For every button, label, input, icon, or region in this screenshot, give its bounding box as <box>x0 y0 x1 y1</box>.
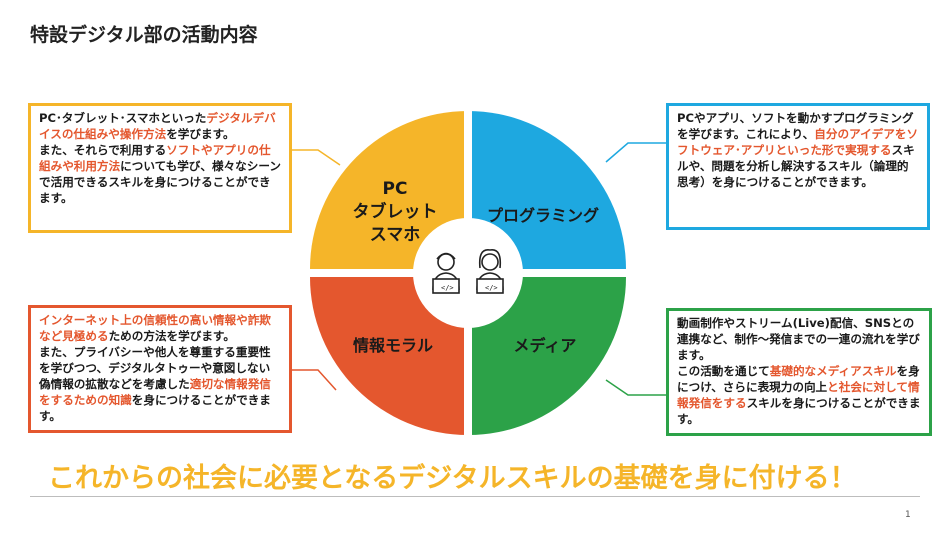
description-box-programming: PCやアプリ、ソフトを動かすプログラミングを学びます。これにより、自分のアイデア… <box>666 103 930 230</box>
quadrant-moral <box>310 277 468 435</box>
quadrant-label-media: メディア <box>513 336 577 355</box>
highlight-text: ソフトやアプリの仕組みや利用方法 <box>39 143 271 173</box>
text-segment: を身につけ、さらに表現力の向上 <box>677 364 920 394</box>
highlight-text: デジタルデバイスの仕組みや操作方法 <box>39 111 276 141</box>
highlight-text: 自分のアイデアをソフトウェア･アプリといった形で実現する <box>677 127 919 157</box>
description-box-moral: インターネット上の信頼性の高い情報や詐欺など見極めるための方法を学びます。 また… <box>28 305 292 433</box>
page-number: 1 <box>905 510 911 520</box>
connector-media <box>605 379 666 396</box>
description-box-media: 動画制作やストリーム(Live)配信、SNSとの連携など、制作～発信までの一連の… <box>666 308 932 436</box>
connector-pc <box>292 149 341 166</box>
text-segment: 動画制作やストリーム(Live)配信、SNSとの連携など、制作～発信までの一連の… <box>677 316 920 378</box>
boy-laptop-icon: </> <box>432 252 460 294</box>
highlight-text: インターネット上の信頼性の高い情報や詐欺など見極める <box>39 313 271 343</box>
svg-text:</>: </> <box>441 284 454 292</box>
connector-programming <box>605 142 666 163</box>
text-segment: PCやアプリ、ソフトを動かすプログラミングを学びます。これにより、 <box>677 111 914 141</box>
girl-laptop-icon: </> <box>476 249 504 294</box>
highlight-text: と社会に対して情報発信をする <box>677 380 920 410</box>
center-circle <box>413 218 523 328</box>
divider <box>30 496 920 497</box>
quadrant-media <box>468 277 626 435</box>
quadrant-label-programming: プログラミング <box>486 206 599 225</box>
text-segment: を身につけることができます。 <box>39 393 271 423</box>
svg-text:</>: </> <box>485 284 498 292</box>
text-segment: PC･タブレット･スマホといった <box>39 111 207 125</box>
text-segment: についても学び、様々なシーンで活用できるスキルを身につけることができます。 <box>39 159 281 205</box>
quadrant-programming <box>468 111 626 269</box>
quadrant-pc <box>310 111 468 269</box>
text-segment: を学びます。 また、それらで利用する <box>39 127 235 157</box>
text-segment: スキルや、問題を分析し解決するスキル（論理的思考）を身につけることができます。 <box>677 143 915 189</box>
tagline: これからの社会に必要となるデジタルスキルの基礎を身に付ける！ <box>48 463 857 494</box>
quadrant-label-pc: PC タブレット スマホ <box>352 179 438 245</box>
connector-moral <box>292 369 337 391</box>
page-title: 特設デジタル部の活動内容 <box>30 24 258 46</box>
text-segment: ための方法を学びます。 また、プライバシーや他人を尊重する重要性を学びつつ、デジ… <box>39 329 271 391</box>
text-segment: スキルを身につけることができます。 <box>677 396 921 426</box>
highlight-text: 基礎的なメディアスキル <box>769 364 897 378</box>
quadrant-label-moral: 情報モラル <box>352 336 433 355</box>
highlight-text: 適切な情報発信をするための知識 <box>39 377 271 407</box>
description-box-pc: PC･タブレット･スマホといったデジタルデバイスの仕組みや操作方法を学びます。 … <box>28 103 292 233</box>
